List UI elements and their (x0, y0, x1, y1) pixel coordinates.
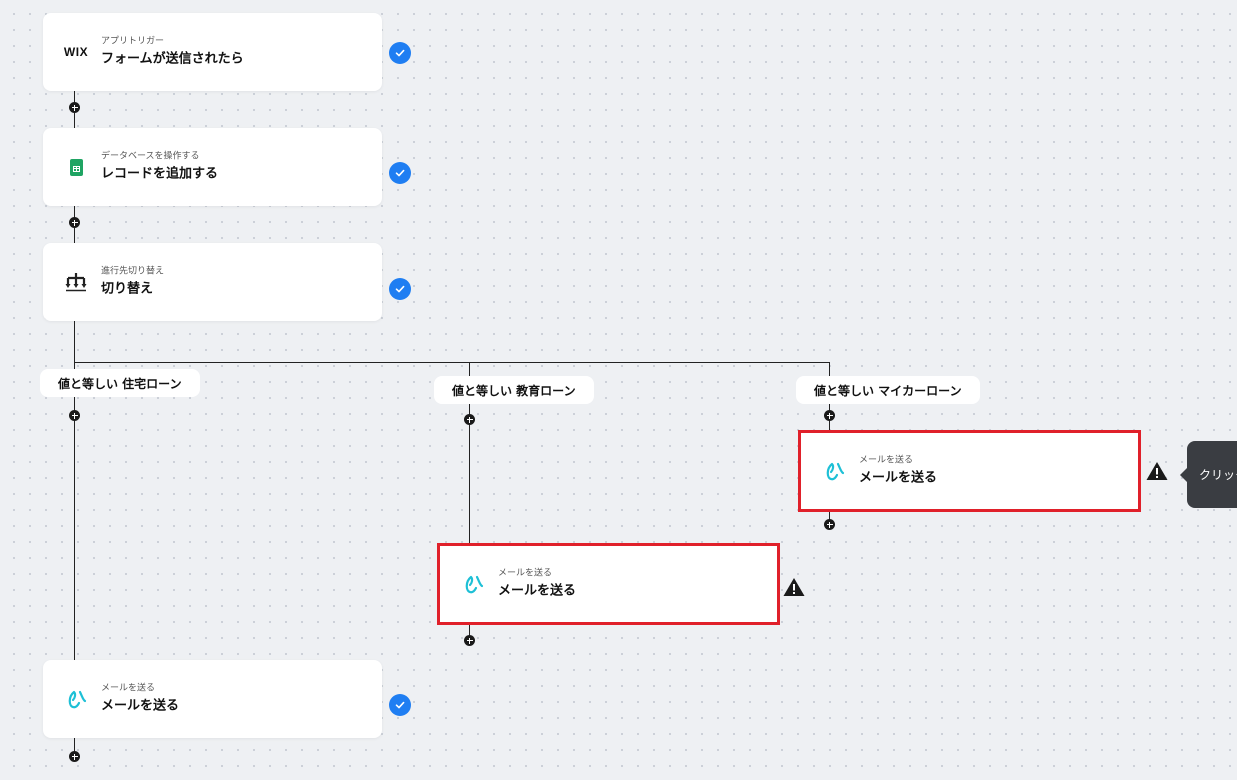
add-step-button[interactable] (69, 217, 80, 228)
step-card-send-mail-education-loan[interactable]: メールを送る メールを送る (437, 543, 780, 625)
step-title: メールを送る (498, 583, 577, 599)
branch-label-education-loan[interactable]: 値と等しい 教育ローン (434, 376, 594, 404)
step-card-switch[interactable]: 進行先切り替え 切り替え (43, 243, 382, 321)
connector-line (469, 362, 470, 546)
add-step-button[interactable] (824, 519, 835, 530)
step-title: メールを送る (859, 470, 938, 486)
check-icon (389, 278, 411, 300)
connector-line (469, 624, 470, 640)
step-app-label: データベースを操作する (101, 151, 200, 162)
spreadsheet-icon (65, 156, 87, 178)
add-step-button[interactable] (464, 414, 475, 425)
warning-icon (1146, 462, 1168, 480)
step-title: フォームが送信されたら (101, 51, 244, 67)
mail-send-icon (65, 688, 87, 710)
add-step-button[interactable] (824, 410, 835, 421)
branch-switch-icon (65, 271, 87, 293)
tooltip: クリック (1187, 441, 1237, 508)
warning-icon (783, 578, 805, 596)
branch-line (74, 362, 829, 363)
add-step-button[interactable] (464, 635, 475, 646)
step-title: 切り替え (101, 281, 154, 297)
tooltip-arrow (1180, 468, 1187, 482)
mail-send-icon (462, 573, 484, 595)
step-app-label: アプリトリガー (101, 36, 165, 47)
branch-label-car-loan[interactable]: 値と等しい マイカーローン (796, 376, 980, 404)
step-app-label: メールを送る (498, 568, 553, 579)
step-app-label: メールを送る (101, 683, 156, 694)
step-title: レコードを追加する (101, 166, 219, 182)
connector-line (74, 738, 75, 756)
check-icon (389, 42, 411, 64)
mail-send-icon (823, 460, 845, 482)
step-app-label: 進行先切り替え (101, 266, 165, 277)
step-card-send-mail-housing-loan[interactable]: メールを送る メールを送る (43, 660, 382, 738)
check-icon (389, 694, 411, 716)
step-title: メールを送る (101, 698, 180, 714)
wix-logo-icon: WIX (63, 45, 89, 59)
branch-label-housing-loan[interactable]: 値と等しい 住宅ローン (40, 369, 200, 397)
connector-line (74, 321, 75, 661)
step-card-add-record[interactable]: データベースを操作する レコードを追加する (43, 128, 382, 206)
step-app-label: メールを送る (859, 455, 914, 466)
add-step-button[interactable] (69, 410, 80, 421)
step-card-send-mail-car-loan[interactable]: メールを送る メールを送る (798, 430, 1141, 512)
add-step-button[interactable] (69, 102, 80, 113)
step-card-form-trigger[interactable]: WIX アプリトリガー フォームが送信されたら (43, 13, 382, 91)
check-icon (389, 162, 411, 184)
connector-line (829, 510, 830, 524)
add-step-button[interactable] (69, 751, 80, 762)
